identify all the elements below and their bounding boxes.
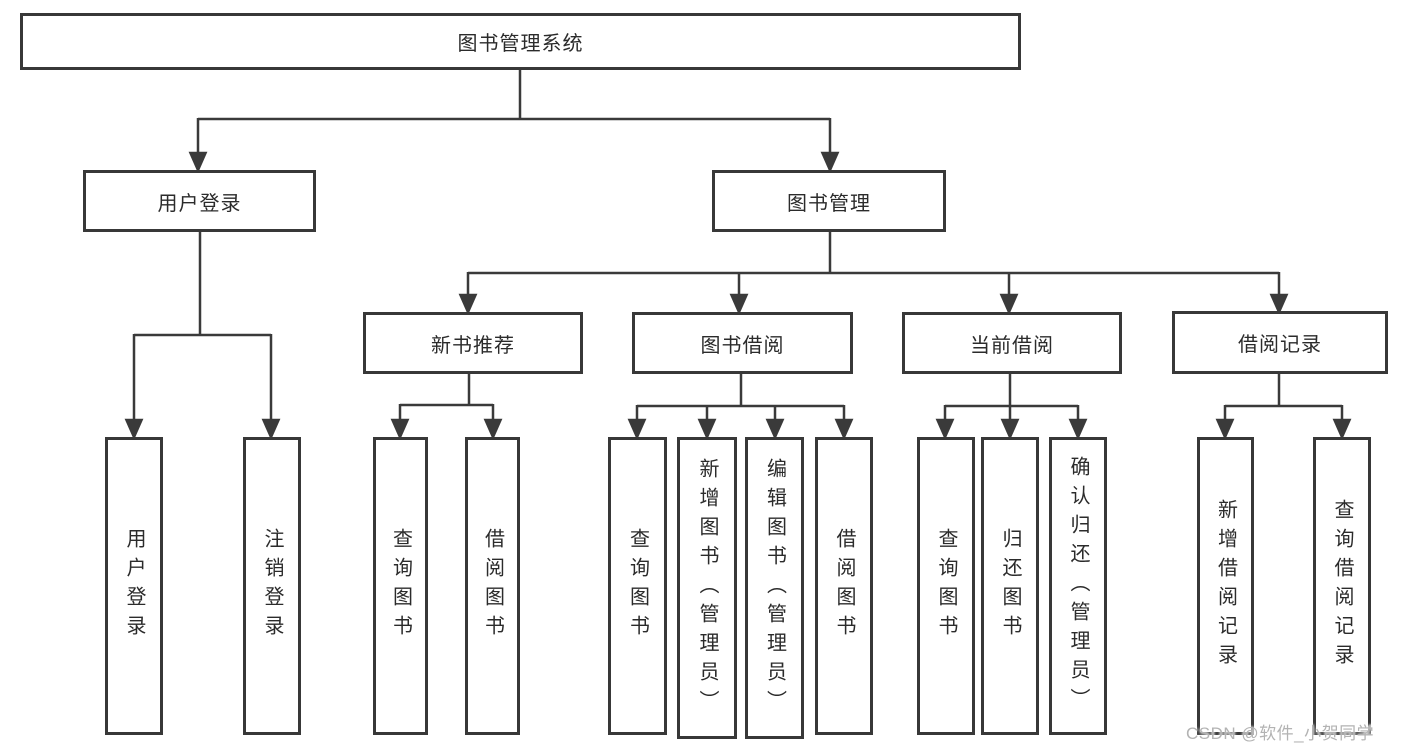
arrowhead bbox=[697, 418, 717, 441]
leaf-query-books-3: 查询图书 bbox=[917, 437, 975, 735]
arrowhead bbox=[188, 151, 208, 174]
leaf-query-books-2: 查询图书 bbox=[608, 437, 667, 735]
arrowhead bbox=[999, 293, 1019, 316]
arrowhead bbox=[483, 418, 503, 441]
watermark: CSDN @软件_小贺同学 bbox=[1186, 724, 1375, 743]
node-current-borrow: 当前借阅 bbox=[902, 312, 1122, 374]
connector-current-borrow-to-leaves bbox=[935, 374, 1088, 441]
node-user-login: 用户登录 bbox=[83, 170, 316, 232]
arrowhead bbox=[124, 418, 144, 441]
leaf-query-borrow-record: 查询借阅记录 bbox=[1313, 437, 1371, 735]
arrowhead bbox=[390, 418, 410, 441]
arrowhead bbox=[458, 293, 478, 316]
leaf-user-login: 用户登录 bbox=[105, 437, 163, 735]
connector-book-borrow-to-leaves bbox=[627, 374, 854, 441]
node-borrow-records: 借阅记录 bbox=[1172, 311, 1388, 374]
connector-user-login-to-leaves bbox=[124, 232, 281, 441]
arrowhead bbox=[765, 418, 785, 441]
arrowhead bbox=[729, 293, 749, 316]
arrowhead bbox=[627, 418, 647, 441]
leaf-return-book: 归还图书 bbox=[981, 437, 1039, 735]
arrowhead bbox=[1000, 418, 1020, 441]
arrowhead bbox=[1215, 418, 1235, 441]
node-root-system: 图书管理系统 bbox=[20, 13, 1021, 70]
leaf-add-book-admin: 新增图书（管理员） bbox=[677, 437, 737, 739]
connector-borrow-records-to-leaves bbox=[1215, 374, 1352, 441]
arrowhead bbox=[935, 418, 955, 441]
leaf-confirm-return-admin: 确认归还（管理员） bbox=[1049, 437, 1107, 735]
leaf-add-borrow-record: 新增借阅记录 bbox=[1197, 437, 1254, 735]
leaf-query-books-1: 查询图书 bbox=[373, 437, 428, 735]
leaf-logout: 注销登录 bbox=[243, 437, 301, 735]
arrowhead bbox=[834, 418, 854, 441]
connector-book-management-to-level2 bbox=[458, 232, 1289, 316]
leaf-borrow-books-2: 借阅图书 bbox=[815, 437, 873, 735]
node-new-book-recommend: 新书推荐 bbox=[363, 312, 583, 374]
node-book-management: 图书管理 bbox=[712, 170, 946, 232]
connector-new-book-to-leaves bbox=[390, 374, 503, 441]
arrowhead bbox=[1068, 418, 1088, 441]
arrowhead bbox=[1269, 293, 1289, 316]
connector-root-to-level1 bbox=[188, 70, 840, 174]
leaf-edit-book-admin: 编辑图书（管理员） bbox=[745, 437, 804, 739]
arrowhead bbox=[820, 151, 840, 174]
arrowhead bbox=[261, 418, 281, 441]
arrowhead bbox=[1332, 418, 1352, 441]
leaf-borrow-books-1: 借阅图书 bbox=[465, 437, 520, 735]
node-book-borrow: 图书借阅 bbox=[632, 312, 853, 374]
